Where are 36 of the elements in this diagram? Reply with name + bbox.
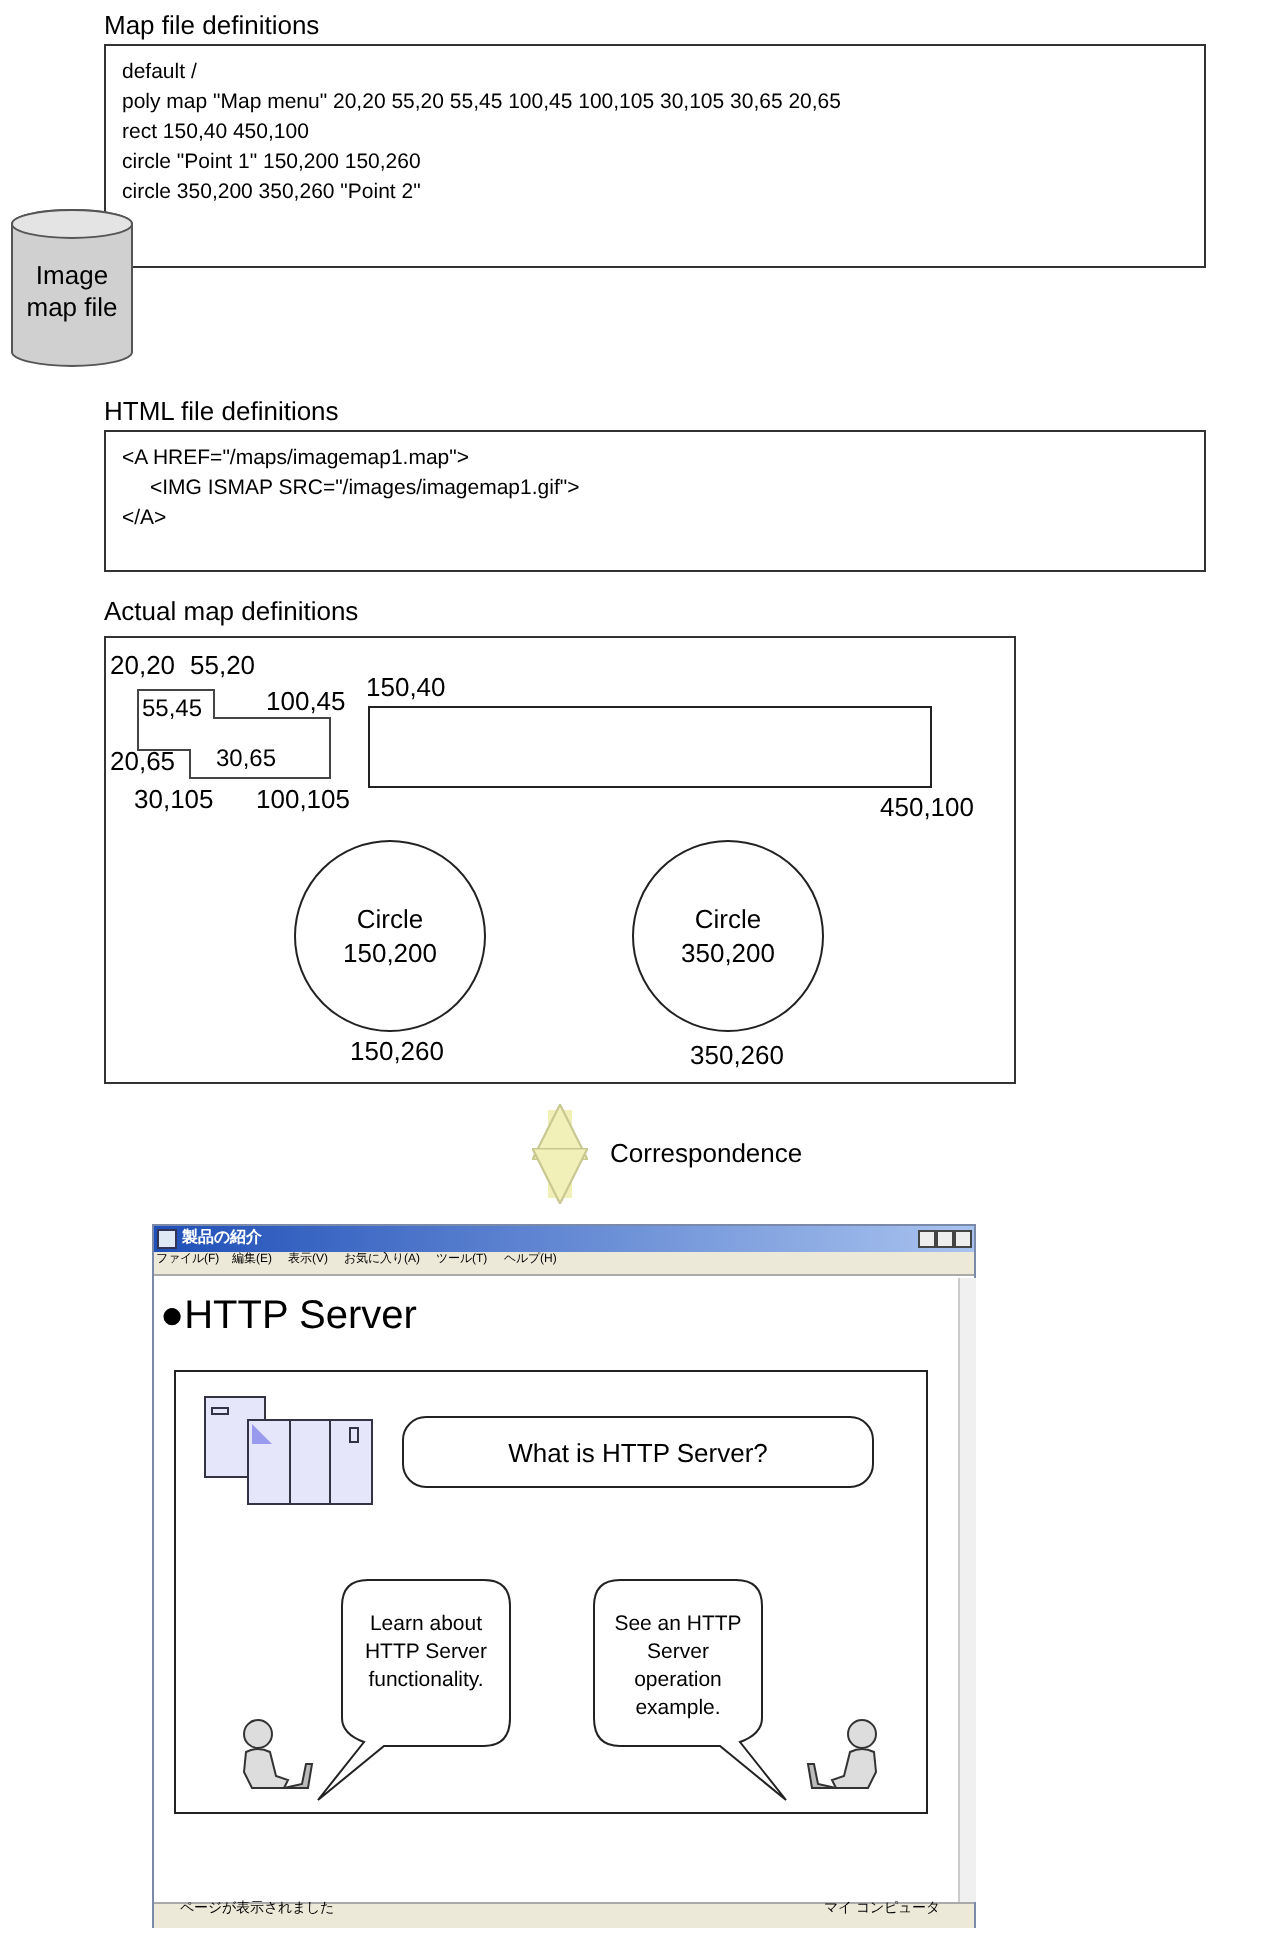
code-line: circle "Point 1" 150,200 150,260: [122, 148, 421, 178]
code-line: </A>: [122, 504, 167, 534]
content-panel: [174, 1370, 928, 1814]
coordinate-label: 450,100: [880, 792, 974, 824]
code-line: rect 150,40 450,100: [122, 118, 309, 148]
coordinate-label: 350,260: [690, 1040, 784, 1072]
coordinate-label: 150,260: [350, 1036, 444, 1068]
bubble-text: See an HTTP Server operation example.: [612, 1610, 744, 1722]
rounded-box: What is HTTP Server?: [402, 1416, 874, 1488]
coordinate-label: 20,65: [110, 746, 176, 778]
coordinate-label: 30,65: [216, 744, 277, 772]
window-title: 製品の紹介: [182, 1228, 262, 1248]
double-arrow: [531, 1103, 589, 1205]
coordinate-label: 150,40: [366, 672, 446, 704]
browser-window: [152, 1224, 976, 1928]
section-heading: Map file definitions: [104, 10, 322, 40]
rectangle-area: [368, 706, 932, 788]
coordinate-label: 100,45: [266, 686, 346, 718]
page-heading: ●HTTP Server: [160, 1292, 417, 1340]
edge-label: Correspondence: [610, 1138, 803, 1168]
coordinate-label: 55,45: [142, 694, 203, 722]
code-line: default /: [122, 58, 197, 88]
section-heading: HTML file definitions: [104, 396, 341, 426]
circle-area: Circle 350,200: [632, 840, 824, 1032]
code-line: circle 350,200 350,260 "Point 2": [122, 178, 421, 208]
circle-area: Circle 150,200: [294, 840, 486, 1032]
coordinate-label: 55,20: [190, 650, 256, 682]
code-line: poly map "Map menu" 20,20 55,20 55,45 100,45 100,105 30,105 30,65 20,65: [122, 88, 841, 118]
cylinder: Image map file: [10, 208, 134, 368]
code-line: <A HREF="/maps/imagemap1.map">: [122, 444, 469, 474]
coordinate-label: 100,105: [256, 784, 350, 816]
coordinate-label: 30,105: [134, 784, 214, 816]
bubble-text: Learn about HTTP Server functionality.: [362, 1610, 490, 1694]
code-line: <IMG ISMAP SRC="/images/imagemap1.gif">: [148, 474, 580, 504]
coordinate-label: 20,20: [110, 650, 176, 682]
section-heading: Actual map definitions: [104, 596, 361, 626]
